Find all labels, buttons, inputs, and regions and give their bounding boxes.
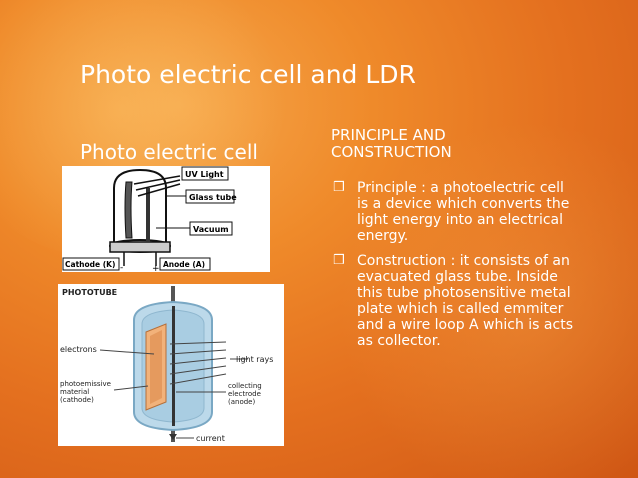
photoemissive-label: (cathode): [60, 396, 94, 404]
anode-label: Anode (A): [163, 260, 205, 269]
vacuum-label: Vacuum: [193, 225, 229, 234]
collecting-electrode-label: (anode): [228, 398, 255, 406]
electrons-label: electrons: [60, 345, 97, 354]
phototube-title: PHOTOTUBE: [62, 288, 117, 297]
photoelectric-cell-diagram: UV Light Glass tube Vacuum Cathode (K) A…: [62, 166, 270, 274]
photoemissive-label: photoemissive: [60, 380, 111, 388]
section-heading-line: CONSTRUCTION: [331, 143, 452, 161]
background-glow: [338, 120, 638, 478]
phototube-svg: PHOTOTUBE light rays: [60, 286, 273, 443]
section-heading: PRINCIPLE AND CONSTRUCTION: [331, 127, 452, 161]
phototube-diagram: PHOTOTUBE light rays: [58, 284, 284, 446]
slide-subheading: Photo electric cell: [80, 140, 258, 164]
plus-sign: +: [152, 264, 160, 272]
minus-sign: -: [120, 263, 123, 272]
bullet-item: ❒ Construction : it consists of an evacu…: [331, 253, 576, 349]
bullet-icon: ❒: [333, 253, 345, 268]
photoemissive-label: material: [60, 388, 89, 396]
bullet-text: Principle : a photoelectric cell is a de…: [357, 180, 570, 244]
slide-title: Photo electric cell and LDR: [80, 60, 416, 89]
cathode-label: Cathode (K): [65, 260, 115, 269]
bullet-icon: ❒: [333, 180, 345, 195]
section-heading-line: PRINCIPLE AND: [331, 126, 446, 144]
bullet-text: Construction : it consists of an evacuat…: [357, 253, 573, 349]
collecting-electrode-label: electrode: [228, 390, 261, 398]
current-label: current: [196, 434, 225, 443]
light-rays-label: light rays: [236, 355, 273, 364]
bullet-list: ❒ Principle : a photoelectric cell is a …: [331, 180, 576, 358]
photoelectric-cell-svg: UV Light Glass tube Vacuum Cathode (K) A…: [62, 166, 237, 274]
bullet-item: ❒ Principle : a photoelectric cell is a …: [331, 180, 576, 244]
uv-light-label: UV Light: [185, 170, 224, 179]
collecting-electrode-label: collecting: [228, 382, 262, 390]
glass-tube-label: Glass tube: [189, 193, 237, 202]
